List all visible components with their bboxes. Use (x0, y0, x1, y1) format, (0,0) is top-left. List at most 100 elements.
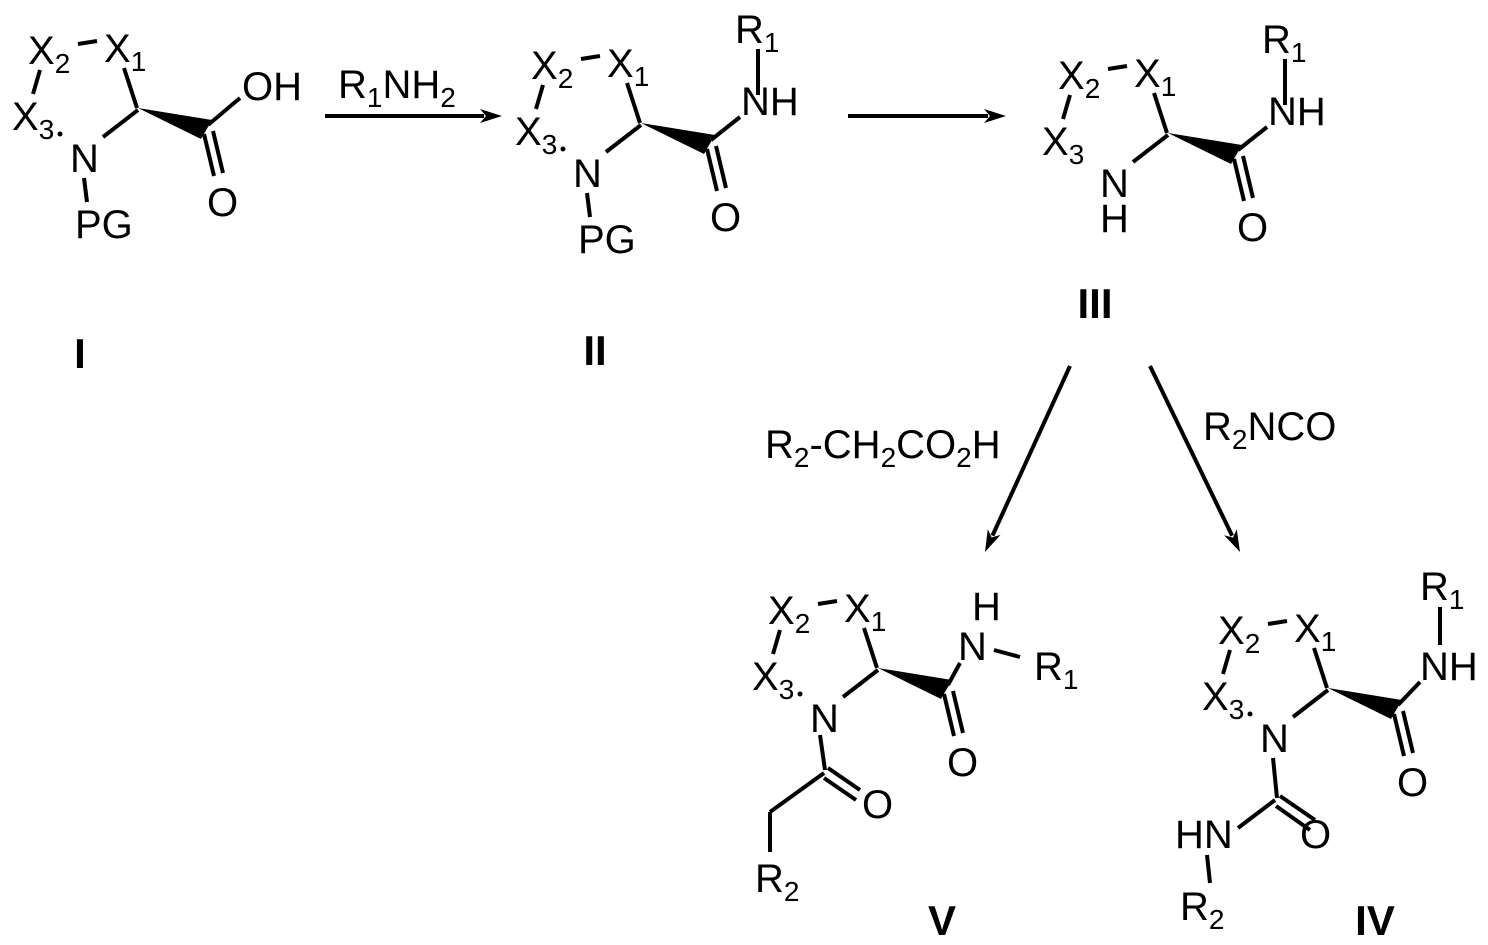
atom-n: N (573, 152, 602, 196)
ring-bond-dot (798, 692, 803, 697)
atom-h: H (972, 585, 1001, 629)
atom-x2: X2 (28, 29, 70, 79)
double-bond (828, 768, 860, 790)
reagent-r2-ch2co2h: R2-CH2CO2H (765, 423, 1001, 473)
bond (581, 56, 600, 59)
double-bond (944, 694, 954, 736)
atom-x2: X2 (531, 44, 573, 94)
double-bond (204, 134, 214, 176)
bond (587, 193, 590, 217)
arrow-shaft (1150, 366, 1232, 536)
reagent-r1nh2: R1NH2 (338, 63, 456, 113)
arrow-III-to-IV (1150, 366, 1240, 552)
double-bond (953, 691, 963, 733)
wedge-bond (1328, 688, 1402, 719)
double-bond (707, 149, 717, 191)
atom-nh: NH (1268, 90, 1326, 134)
atom-oh: OH (242, 65, 302, 109)
bond (994, 650, 1020, 657)
bond (1063, 95, 1070, 119)
atom-o: O (1397, 761, 1428, 805)
atom-o: O (1237, 206, 1268, 250)
double-bond (1234, 159, 1244, 201)
compound-I: X2X1X3NOPGOH (12, 27, 302, 247)
double-bond (824, 778, 856, 800)
compound-label-V: V (928, 897, 956, 944)
arrow-II-to-III (848, 109, 1006, 123)
bond (208, 98, 240, 125)
atom-n-amide: N (958, 625, 987, 669)
atom-h: H (1100, 197, 1129, 241)
atom-nh: NH (741, 80, 799, 124)
double-bond (1403, 711, 1413, 753)
bond (606, 125, 641, 152)
bond (1207, 855, 1210, 883)
atom-pg: PG (578, 218, 636, 262)
atom-x2: X2 (1058, 54, 1100, 104)
atom-x3: X3 (515, 110, 557, 160)
compound-III: X2X1X3NOHNHR1 (1042, 18, 1326, 250)
atom-o: O (947, 741, 978, 785)
bond (536, 85, 543, 109)
compound-label-II: II (583, 327, 606, 374)
ring-bond-dot (1248, 712, 1253, 717)
atom-o-acyl: O (862, 783, 893, 827)
bond (1133, 135, 1168, 162)
bond (1238, 800, 1275, 828)
bond (1268, 621, 1287, 624)
bond (78, 41, 97, 44)
bond (33, 70, 40, 94)
bond (1223, 650, 1230, 674)
atom-hn: HN (1175, 813, 1233, 857)
atom-x3: X3 (12, 95, 54, 145)
bond (773, 630, 780, 654)
atom-r2: R2 (1180, 885, 1224, 935)
double-bond (1394, 714, 1404, 756)
bond (1293, 690, 1328, 717)
atom-o-urea: O (1300, 813, 1331, 857)
bond (818, 601, 837, 604)
atom-x3: X3 (1042, 120, 1084, 170)
bond (843, 670, 878, 697)
double-bond (1243, 156, 1253, 198)
ring-bond-dot (58, 132, 63, 137)
double-bond (213, 131, 223, 173)
compound-label-IV: IV (1355, 897, 1395, 944)
compound-IV: X2X1X3NONHR1OHNR2 (1175, 565, 1478, 935)
compound-label-III: III (1077, 280, 1112, 327)
atom-n: N (1260, 717, 1289, 761)
atom-pg: PG (75, 203, 133, 247)
bond (84, 178, 87, 202)
atom-n: N (70, 137, 99, 181)
wedge-bond (878, 668, 952, 699)
bond (711, 117, 740, 140)
atom-r2: R2 (755, 857, 799, 907)
arrow-I-to-II (325, 109, 502, 123)
wedge-bond (641, 123, 715, 154)
compound-II: X2X1X3NOPGNHR1 (515, 8, 799, 262)
arrow-shaft (992, 366, 1070, 536)
ring-bond-dot (561, 147, 566, 152)
bond (103, 110, 138, 137)
bond (1108, 66, 1127, 69)
compound-V: X2X1X3NOHNR1OR2 (752, 585, 1078, 907)
compound-label-I: I (74, 330, 86, 377)
reagent-r2nco: R2NCO (1203, 405, 1336, 455)
bond (1398, 682, 1420, 705)
bond (1273, 758, 1277, 798)
atom-r1: R1 (1034, 645, 1078, 695)
atom-n: N (810, 697, 839, 741)
wedge-bond (1168, 133, 1242, 164)
atom-o: O (710, 196, 741, 240)
atom-o: O (207, 181, 238, 225)
atom-x2: X2 (768, 589, 810, 639)
bond (1238, 127, 1267, 150)
atom-x3: X3 (752, 655, 794, 705)
bond (770, 773, 824, 812)
atom-r1: R1 (1420, 565, 1464, 615)
atom-nh: NH (1420, 645, 1478, 689)
wedge-bond (138, 108, 212, 139)
atom-x3: X3 (1202, 675, 1244, 725)
atom-x2: X2 (1218, 609, 1260, 659)
